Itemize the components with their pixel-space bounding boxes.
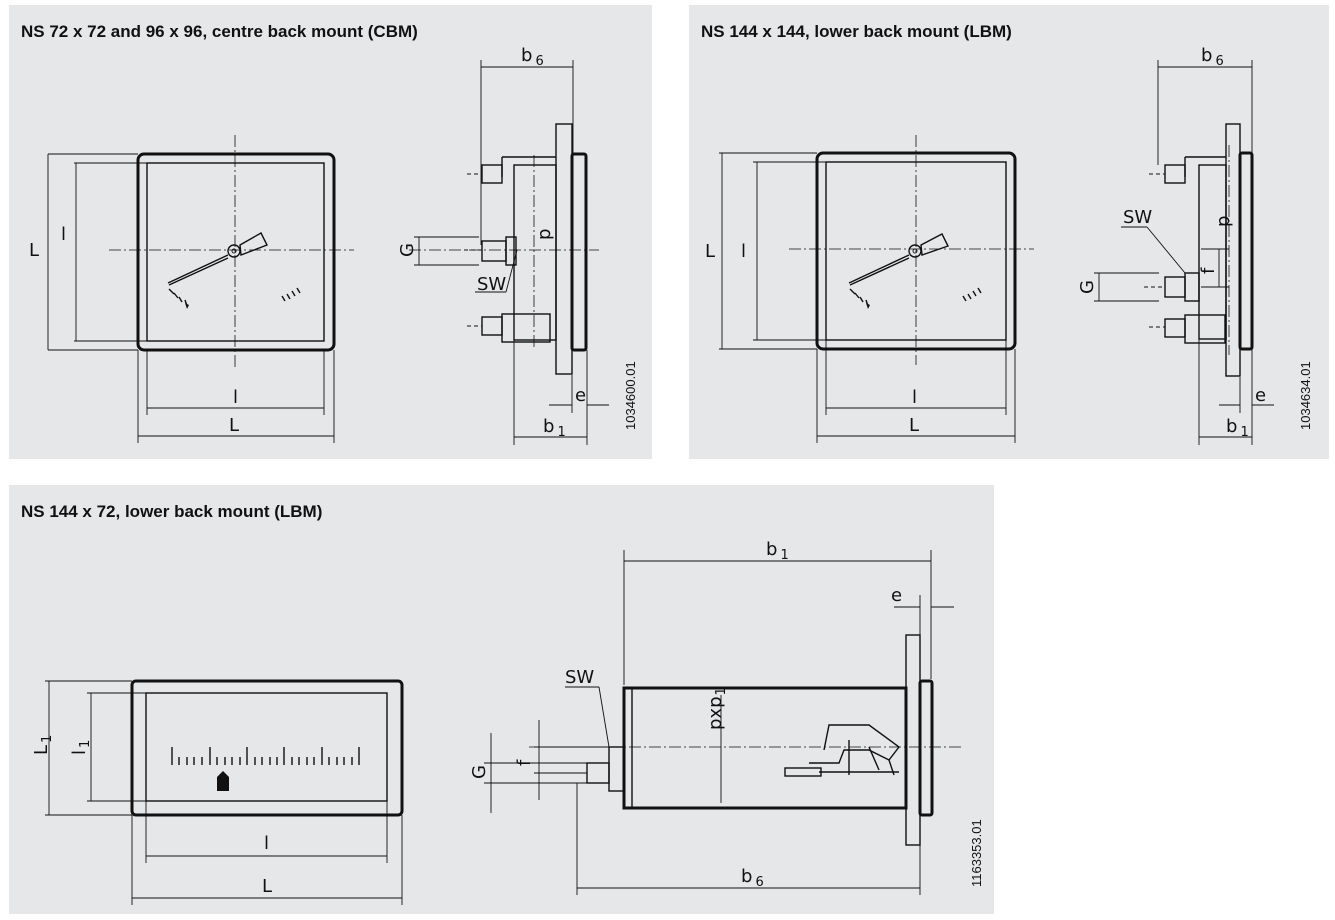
pointer [217, 771, 229, 791]
dim-L1: L1 [31, 735, 55, 755]
pointer-needle [167, 254, 229, 284]
dial-window [146, 162, 325, 342]
dim-l-left: l [61, 224, 66, 245]
panel-title: NS 144 x 144, lower back mount (LBM) [701, 22, 1012, 41]
drawing-code: 1034634.01 [1298, 361, 1313, 430]
drawing-code: 1163353.01 [969, 819, 984, 887]
dim-L-left: L [29, 240, 39, 261]
dim-G: G [469, 765, 490, 779]
front-view: L l l L [705, 135, 1034, 443]
panel-lbm-square: NS 144 x 144, lower back mount (LBM) [689, 5, 1329, 459]
dim-e: e [891, 585, 902, 606]
panel-title: NS 72 x 72 and 96 x 96, centre back moun… [21, 22, 418, 41]
lbm-rect-drawing: L1 l1 l L [31, 539, 984, 905]
dim-l-left: l [741, 241, 746, 262]
movement-part [809, 724, 900, 764]
dim-f: f [1198, 267, 1219, 274]
dim-G: G [397, 243, 418, 257]
front-view: L l l L [29, 135, 354, 443]
drawing-code: 1034600.01 [623, 361, 638, 430]
label-SW: SW [477, 274, 506, 295]
dim-L-left: L [705, 241, 715, 262]
scale-marks-left [168, 288, 188, 307]
dim-p: p [1213, 216, 1234, 227]
dim-G: G [1077, 280, 1098, 294]
linear-scale [171, 747, 360, 765]
dim-e: e [575, 385, 586, 406]
bezel-outline [136, 152, 336, 352]
cbm-drawing: L l l L [29, 45, 638, 445]
scale-marks-right [281, 287, 301, 302]
panel-lbm-rect: NS 144 x 72, lower back mount (LBM) [9, 485, 994, 914]
label-SW: SW [1123, 207, 1152, 228]
front-view: L1 l1 l L [31, 679, 404, 905]
label-SW: SW [565, 667, 594, 688]
pointer-tail [239, 232, 268, 256]
dim-l-bottom: l [912, 387, 917, 408]
dim-e: e [1255, 385, 1266, 406]
dim-L-bottom: L [262, 876, 272, 897]
dim-p: p [534, 229, 555, 240]
panel-title: NS 144 x 72, lower back mount (LBM) [21, 502, 323, 521]
dim-l1: l1 [69, 740, 93, 755]
dim-L-bottom: L [909, 415, 919, 436]
dim-pxp1: pxp1 [705, 687, 729, 730]
dim-l-bottom: l [264, 833, 269, 854]
dim-f: f [514, 759, 535, 766]
dim-l-bottom: l [233, 387, 238, 408]
panel-cbm: NS 72 x 72 and 96 x 96, centre back moun… [9, 5, 652, 459]
dim-L-bottom: L [229, 415, 239, 436]
lbm-square-drawing: L l l L [705, 45, 1313, 445]
